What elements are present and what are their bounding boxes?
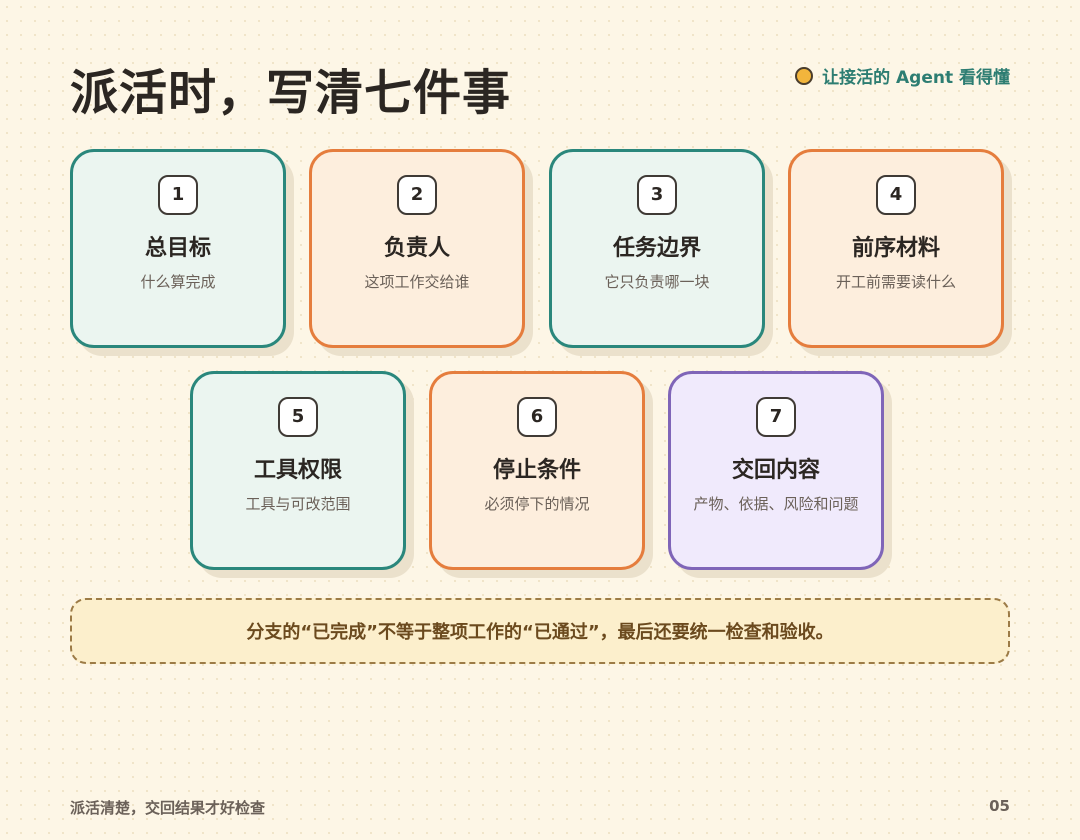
card-title: 总目标 <box>144 236 211 261</box>
card-deliverables: 7 交回内容 产物、依据、风险和问题 <box>668 371 884 570</box>
card-materials: 4 前序材料 开工前需要读什么 <box>788 149 1004 348</box>
card-number: 5 <box>278 397 318 437</box>
card-title: 交回内容 <box>731 458 820 483</box>
card-subtitle: 开工前需要读什么 <box>835 273 956 291</box>
card-subtitle: 它只负责哪一块 <box>604 273 710 291</box>
card-permissions: 5 工具权限 工具与可改范围 <box>190 371 406 570</box>
card-title: 任务边界 <box>612 236 701 261</box>
card-subtitle: 工具与可改范围 <box>245 495 351 513</box>
audience-tag-label: 让接活的 Agent 看得懂 <box>822 68 1010 88</box>
card-subtitle: 必须停下的情况 <box>484 495 590 513</box>
card-goal: 1 总目标 什么算完成 <box>70 149 286 348</box>
note-text: 分支的“已完成”不等于整项工作的“已通过”，最后还要统一检查和验收。 <box>246 622 834 643</box>
note-callout: 分支的“已完成”不等于整项工作的“已通过”，最后还要统一检查和验收。 <box>70 598 1010 664</box>
card-subtitle: 产物、依据、风险和问题 <box>693 495 859 513</box>
page-number: 05 <box>989 797 1010 815</box>
audience-tag: 让接活的 Agent 看得懂 <box>795 63 1010 88</box>
card-subtitle: 这项工作交给谁 <box>364 273 470 291</box>
card-owner: 2 负责人 这项工作交给谁 <box>309 149 525 348</box>
card-number: 6 <box>517 397 557 437</box>
footer-caption: 派活清楚，交回结果才好检查 <box>70 799 266 817</box>
card-title: 负责人 <box>383 236 450 261</box>
card-number: 4 <box>876 175 916 215</box>
card-number: 7 <box>756 397 796 437</box>
dot-icon <box>795 66 814 85</box>
card-number: 1 <box>158 175 198 215</box>
page-title: 派活时，写清七件事 <box>70 65 512 121</box>
card-stop-conditions: 6 停止条件 必须停下的情况 <box>429 371 645 570</box>
card-subtitle: 什么算完成 <box>140 273 216 291</box>
card-number: 3 <box>637 175 677 215</box>
card-title: 工具权限 <box>253 458 342 483</box>
card-title: 停止条件 <box>492 458 581 483</box>
card-title: 前序材料 <box>851 236 940 261</box>
card-boundary: 3 任务边界 它只负责哪一块 <box>549 149 765 348</box>
card-number: 2 <box>397 175 437 215</box>
